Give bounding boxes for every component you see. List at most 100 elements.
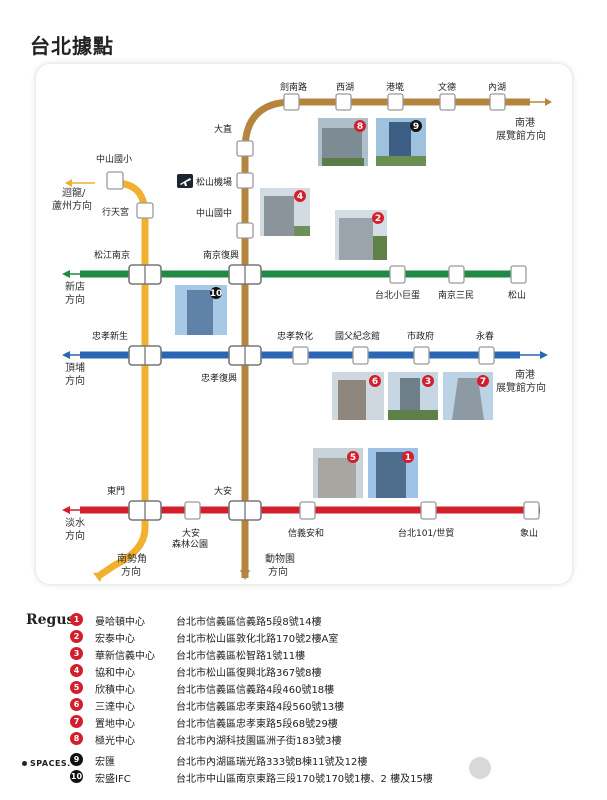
arrow-left-icon [62,506,70,514]
spaces-logo: SPACES. [22,759,71,768]
legend-marker: 9 [70,753,83,766]
svg-text:6: 6 [372,377,378,387]
legend-row: 5 欣積中心 台北市信義區信義路4段460號18樓 [0,680,600,697]
dir-zoo-1: 動物園 [265,552,295,565]
station-xiangshan[interactable] [523,501,540,520]
legend-row: 1 曼哈頓中心 台北市信義區信義路5段8號14樓 [0,612,600,629]
legend-marker: 1 [70,613,83,626]
dir-nanshijiao-1: 南勢角 [117,552,147,565]
building-photo-6: 6 [332,372,384,420]
arrow-down-left-icon [93,572,104,582]
building-photo-3: 3 [388,372,438,420]
label-zhongshan-jr-high: 中山國中 [196,207,232,219]
station-sun-yatsen[interactable] [352,346,369,365]
label-xingtian: 行天宮 [102,206,129,218]
station-xihu[interactable] [335,93,352,111]
legend-marker: 8 [70,732,83,745]
station-taipei101[interactable] [420,501,437,520]
station-songshan[interactable] [510,265,527,284]
legend-marker: 4 [70,664,83,677]
label-neihu: 內湖 [488,82,506,93]
dir-nangang-1: 南港 [515,116,535,129]
legend-address: 台北市松山區敦化北路170號2樓A室 [176,634,339,645]
legend-marker: 2 [70,630,83,643]
regus-logo: Regus [26,612,75,628]
station-dazhi[interactable] [236,140,254,157]
station-neihu[interactable] [489,93,506,111]
station-yongchun[interactable] [478,346,495,365]
legend-row: 10 宏盛IFC 台北市中山區南京東路三段170號170號1樓、2 樓及15樓 [0,769,600,786]
building-photo-8: 8 [318,118,368,166]
label-daan: 大安 [214,485,232,497]
station-city-hall[interactable] [413,346,430,365]
legend-name: 曼哈頓中心 [95,617,145,628]
page-title: 台北據點 [30,34,114,58]
dir-xindian-2: 方向 [65,293,85,306]
legend-name: 宏盛IFC [95,774,131,785]
station-songshan-airport[interactable] [236,172,254,189]
station-taipei-arena[interactable] [389,265,406,284]
label-xihu: 西湖 [336,82,354,93]
station-zhongxiao-dunhua[interactable] [292,346,309,365]
legend-row: 9 宏匯 台北市內湖區瑞光路333號B棟11號及12樓 [0,752,600,769]
label-songshan-airport: 松山機場 [196,176,232,188]
legend-row: 7 置地中心 台北市信義區忠孝東路5段68號29樓 [0,714,600,731]
station-xinyi-anhe[interactable] [299,501,316,520]
label-jiannan: 劍南路 [280,81,307,93]
label-city-hall: 市政府 [407,330,434,342]
legend-name: 極光中心 [95,736,135,747]
label-dongmen: 東門 [107,485,125,497]
dir-xindian-1: 新店 [65,280,85,293]
dir-huilong-1: 迴龍/ [62,186,86,199]
metro-map: 劍南路 西湖 港墘 文德 內湖 大直 松山機場 中山國中 中山國小 行天宮 松江… [52,81,552,582]
legend-address: 台北市內湖區瑞光路333號B棟11號及12樓 [176,757,368,768]
arrow-right-icon [545,98,552,106]
dir-nangang2-2: 展覽館方向 [496,381,546,394]
station-xingtian[interactable] [136,202,154,219]
arrow-down-icon [240,570,250,580]
dir-nanshijiao-2: 方向 [121,565,141,578]
legend-name: 置地中心 [95,719,135,730]
dir-nangang2-1: 南港 [515,368,535,381]
station-nanjing-sanmin[interactable] [448,265,465,284]
label-xinyi-anhe: 信義安和 [288,527,324,539]
legend-row: 6 三達中心 台北市信義區忠孝東路4段560號13樓 [0,697,600,714]
legend-name: 宏匯 [95,757,115,768]
dir-huilong-2: 蘆州方向 [52,199,92,212]
legend-marker: 10 [70,770,83,783]
station-zhongshan-jr-high[interactable] [236,222,254,239]
svg-text:4: 4 [297,192,303,202]
legend-marker: 3 [70,647,83,660]
building-photo-10: 10 [175,285,227,335]
label-zhongxiao-dunhua: 忠孝敦化 [277,330,313,342]
label-sun-yatsen: 國父紀念館 [335,330,380,342]
legend-name: 宏泰中心 [95,634,135,645]
dir-zoo-2: 方向 [268,565,288,578]
building-photo-7: 7 [443,372,493,420]
dir-dingpu-2: 方向 [65,374,85,387]
label-nanjing-sanmin: 南京三民 [438,289,474,301]
dir-dingpu-1: 頂埔 [65,361,85,374]
station-gangqian[interactable] [387,93,404,111]
station-wende[interactable] [439,93,456,111]
arrow-right-icon [540,351,548,359]
arrow-left-icon [62,270,70,278]
station-jiannan[interactable] [283,93,300,111]
legend-address: 台北市中山區南京東路三段170號170號1樓、2 樓及15樓 [176,774,433,785]
svg-text:5: 5 [350,453,356,463]
building-photo-5: 5 [313,448,363,498]
station-daan-park[interactable] [184,501,201,520]
station-zhongshan-elem[interactable] [106,171,124,190]
legend-row: 4 協和中心 台北市松山區復興北路367號8樓 [0,663,600,680]
legend-name: 協和中心 [95,668,135,679]
legend-address: 台北市信義區信義路5段8號14樓 [176,617,322,628]
yellow-line [98,179,149,578]
building-photo-9: 9 [376,118,426,166]
label-taipei101: 台北101/世貿 [398,527,454,539]
dir-tamsui-2: 方向 [65,529,85,542]
label-songjiang: 松江南京 [94,249,130,261]
legend-row: 3 華新信義中心 台北市信義區松智路1號11樓 [0,646,600,663]
legend-name: 三達中心 [95,702,135,713]
legend-name: 華新信義中心 [95,651,155,662]
label-yongchun: 永春 [476,330,494,342]
